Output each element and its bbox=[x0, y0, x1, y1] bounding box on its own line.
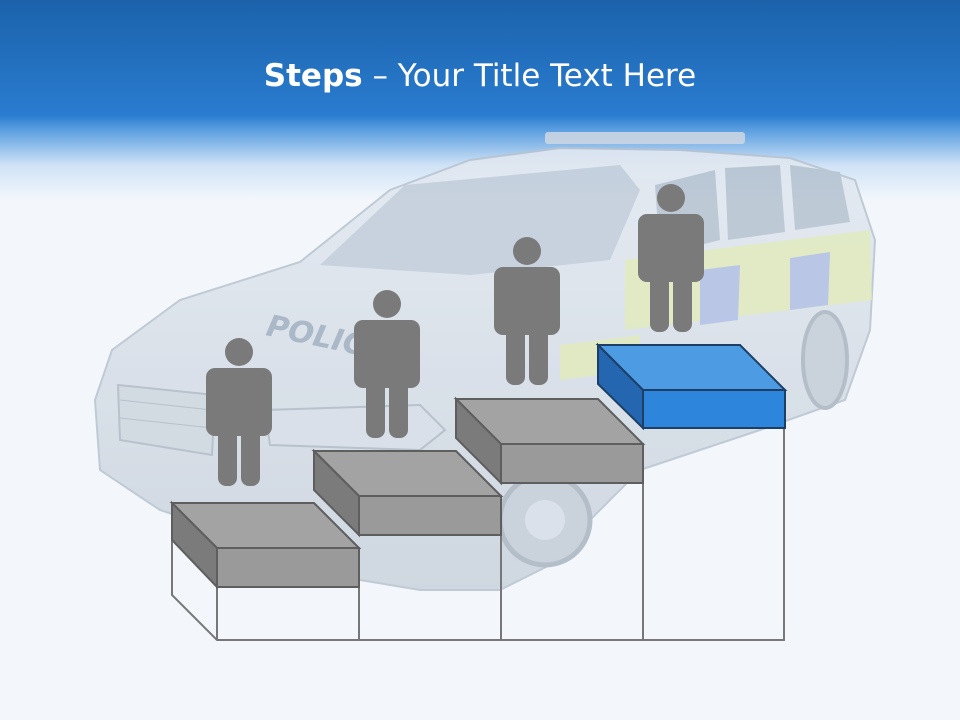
person-icon bbox=[494, 237, 560, 385]
slide-title: Steps – Your Title Text Here bbox=[0, 52, 960, 100]
step-4-block bbox=[595, 342, 788, 431]
title-rest: – Your Title Text Here bbox=[362, 58, 697, 94]
person-icon bbox=[638, 184, 704, 332]
step-3-block bbox=[453, 396, 646, 486]
step-2-block bbox=[311, 448, 504, 538]
step-1-block bbox=[169, 500, 362, 590]
title-bold: Steps bbox=[263, 58, 363, 94]
person-icon bbox=[206, 338, 272, 486]
person-icon bbox=[354, 290, 420, 438]
